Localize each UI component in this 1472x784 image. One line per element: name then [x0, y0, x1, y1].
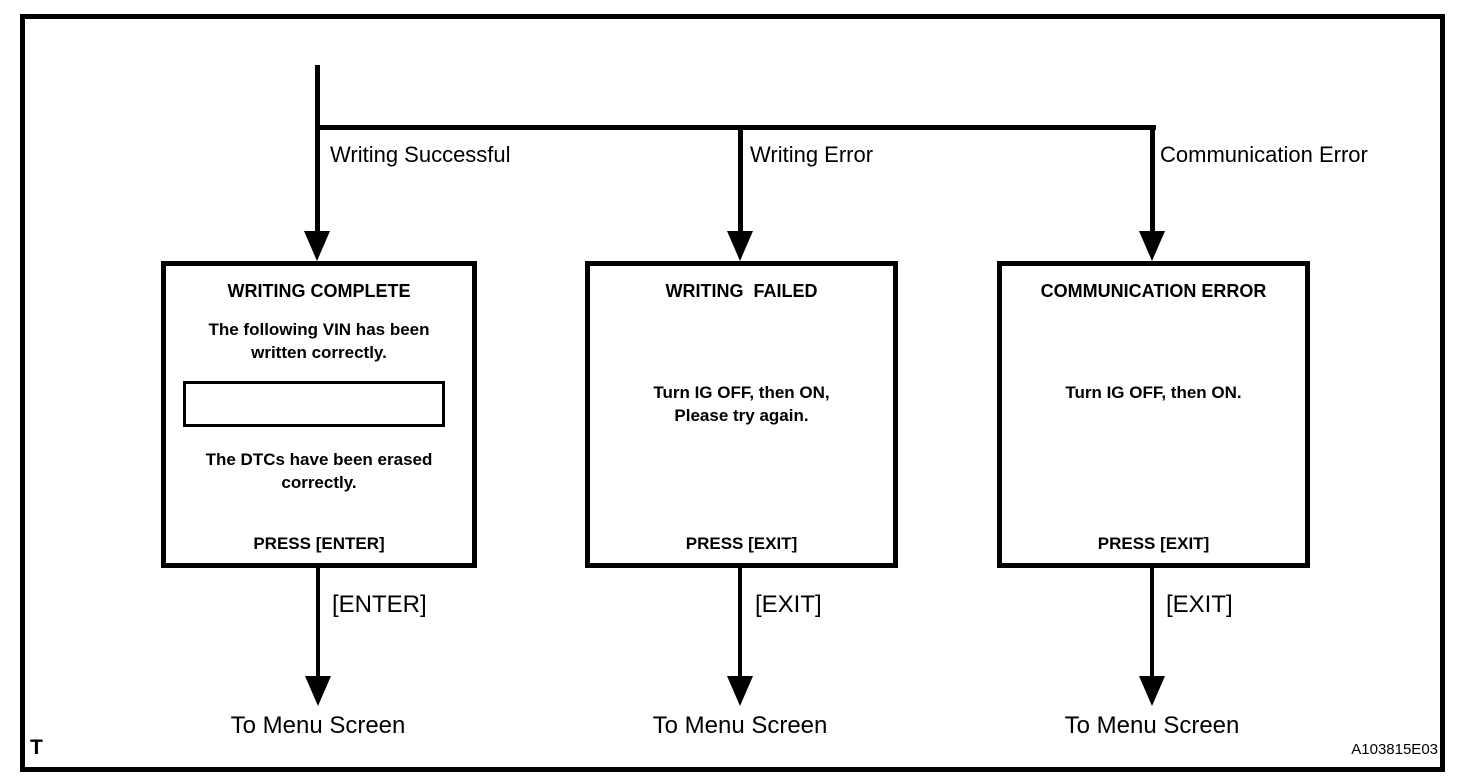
branch3-exit-arrow-down-icon — [1139, 676, 1165, 706]
branch1-condition-label: Writing Successful — [330, 142, 511, 167]
branch2-exit-arrow-down-icon — [727, 676, 753, 706]
flow-branch-bar — [315, 125, 1156, 130]
branch2-condition-label: Writing Error — [750, 142, 874, 167]
branch1-key-label: [ENTER] — [332, 591, 427, 618]
writing-complete-body-top: The following VIN has been written corre… — [208, 320, 430, 362]
communication-error-body: Turn IG OFF, then ON. — [1065, 383, 1242, 402]
branch3-key-label: [EXIT] — [1166, 591, 1233, 618]
branch1-arrow-down-icon — [304, 231, 330, 261]
writing-failed-screen: WRITING FAILED Turn IG OFF, then ON, Ple… — [585, 261, 898, 568]
figure-code: A103815E03 — [1351, 741, 1438, 758]
branch3-arrow-down-icon — [1139, 231, 1165, 261]
branch3-exit-line — [1150, 568, 1154, 680]
writing-complete-body-bottom: The DTCs have been erased correctly. — [205, 450, 433, 492]
branch2-destination-label: To Menu Screen — [652, 712, 828, 739]
branch2-exit-line — [738, 568, 742, 680]
communication-error-title: COMMUNICATION ERROR — [1040, 281, 1267, 301]
branch2-key-label: [EXIT] — [755, 591, 822, 618]
writing-failed-press-label: PRESS [EXIT] — [685, 534, 798, 553]
figure-border — [20, 14, 1445, 772]
branch1-drop-line — [315, 125, 320, 235]
branch1-exit-arrow-down-icon — [305, 676, 331, 706]
page-corner-label: T — [30, 736, 43, 759]
branch2-drop-line — [738, 125, 743, 235]
branch3-drop-line — [1150, 125, 1155, 235]
writing-failed-title: WRITING FAILED — [665, 281, 818, 301]
vin-display-field — [183, 381, 445, 427]
flow-stem-line — [315, 65, 320, 130]
branch2-arrow-down-icon — [727, 231, 753, 261]
communication-error-screen: COMMUNICATION ERROR Turn IG OFF, then ON… — [997, 261, 1310, 568]
communication-error-press-label: PRESS [EXIT] — [1097, 534, 1210, 553]
writing-complete-screen: WRITING COMPLETE The following VIN has b… — [161, 261, 477, 568]
branch3-condition-label: Communication Error — [1160, 142, 1368, 167]
writing-complete-press-label: PRESS [ENTER] — [253, 534, 385, 553]
writing-complete-title: WRITING COMPLETE — [227, 281, 411, 301]
branch3-destination-label: To Menu Screen — [1064, 712, 1240, 739]
branch1-destination-label: To Menu Screen — [230, 712, 406, 739]
branch1-exit-line — [316, 568, 320, 680]
writing-failed-body: Turn IG OFF, then ON, Please try again. — [653, 383, 830, 425]
